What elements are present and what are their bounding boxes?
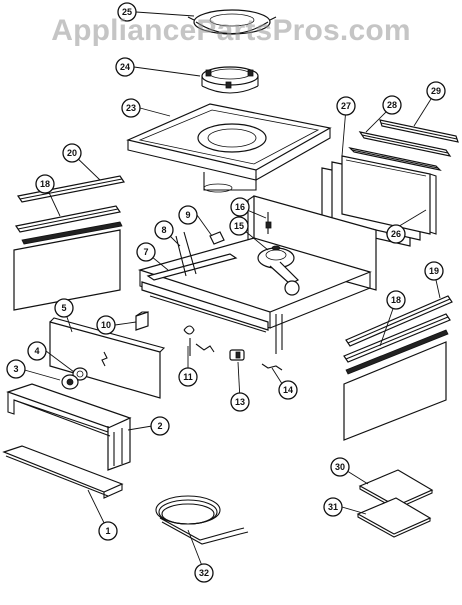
callout-label: 3 bbox=[13, 364, 18, 374]
callout-label: 18 bbox=[391, 295, 401, 305]
callout-label: 9 bbox=[185, 210, 190, 220]
callout-label: 27 bbox=[341, 101, 351, 111]
part-24-wok-ring bbox=[201, 66, 259, 94]
callout-4: 4 bbox=[27, 341, 47, 361]
callout-label: 25 bbox=[122, 7, 132, 17]
callout-28: 28 bbox=[382, 95, 402, 115]
callout-label: 23 bbox=[126, 103, 136, 113]
callout-1: 1 bbox=[98, 521, 118, 541]
callout-label: 4 bbox=[34, 346, 39, 356]
callout-3: 3 bbox=[6, 359, 26, 379]
callout-label: 24 bbox=[120, 62, 130, 72]
callout-32: 32 bbox=[194, 563, 214, 583]
callout-label: 14 bbox=[283, 385, 293, 395]
part-25-wok bbox=[187, 9, 277, 35]
callout-13: 13 bbox=[230, 392, 250, 412]
callout-7: 7 bbox=[136, 242, 156, 262]
callout-10: 10 bbox=[96, 315, 116, 335]
part-2-front-frame bbox=[6, 383, 132, 471]
callout-23: 23 bbox=[121, 98, 141, 118]
callout-label: 26 bbox=[391, 229, 401, 239]
callout-26: 26 bbox=[386, 224, 406, 244]
callout-18: 18 bbox=[35, 174, 55, 194]
callout-18-right: 18 bbox=[386, 290, 406, 310]
callout-16: 16 bbox=[230, 197, 250, 217]
callout-31: 31 bbox=[323, 497, 343, 517]
part-1-bottom-rail bbox=[2, 445, 124, 499]
part-23-top-plate bbox=[126, 103, 332, 193]
part-15-burner bbox=[257, 245, 300, 296]
part-30-31-plates bbox=[356, 469, 434, 538]
callout-30: 30 bbox=[330, 457, 350, 477]
part-19-18-right-rails bbox=[343, 295, 453, 441]
callout-label: 31 bbox=[328, 502, 338, 512]
callout-label: 11 bbox=[183, 372, 193, 382]
part-14-thermocouple bbox=[261, 314, 283, 371]
callout-label: 20 bbox=[67, 148, 77, 158]
part-26-27-28-29-side-panels bbox=[321, 119, 459, 247]
callout-15: 15 bbox=[229, 216, 249, 236]
callout-2: 2 bbox=[150, 416, 170, 436]
callout-label: 7 bbox=[143, 247, 148, 257]
part-3-4-knobs bbox=[61, 367, 88, 390]
callout-25: 25 bbox=[117, 2, 137, 22]
part-5-front-panel bbox=[49, 317, 166, 399]
callout-9: 9 bbox=[178, 205, 198, 225]
callout-label: 18 bbox=[40, 179, 50, 189]
callout-label: 29 bbox=[431, 86, 441, 96]
callout-19: 19 bbox=[424, 261, 444, 281]
callout-14: 14 bbox=[278, 380, 298, 400]
callout-label: 8 bbox=[161, 225, 166, 235]
callout-label: 16 bbox=[235, 202, 245, 212]
callout-5: 5 bbox=[54, 298, 74, 318]
callout-label: 13 bbox=[235, 397, 245, 407]
callout-label: 15 bbox=[234, 221, 244, 231]
callout-20: 20 bbox=[62, 143, 82, 163]
callout-label: 2 bbox=[157, 421, 162, 431]
part-32-wire-harness bbox=[155, 495, 249, 545]
part-9-16-hardware bbox=[209, 212, 272, 245]
callout-27: 27 bbox=[336, 96, 356, 116]
callout-label: 30 bbox=[335, 462, 345, 472]
callout-label: 28 bbox=[387, 100, 397, 110]
callout-label: 19 bbox=[429, 266, 439, 276]
callout-11: 11 bbox=[178, 367, 198, 387]
callout-label: 1 bbox=[105, 526, 110, 536]
part-13-connector bbox=[229, 349, 245, 361]
part-11-valve bbox=[183, 325, 215, 356]
part-20-18-left-rails bbox=[13, 175, 125, 311]
part-10-block bbox=[135, 311, 149, 331]
callout-label: 32 bbox=[199, 568, 209, 578]
callout-label: 10 bbox=[101, 320, 111, 330]
part-body-frame bbox=[137, 195, 377, 333]
callout-29: 29 bbox=[426, 81, 446, 101]
callout-label: 5 bbox=[61, 303, 66, 313]
callout-24: 24 bbox=[115, 57, 135, 77]
callout-8: 8 bbox=[154, 220, 174, 240]
